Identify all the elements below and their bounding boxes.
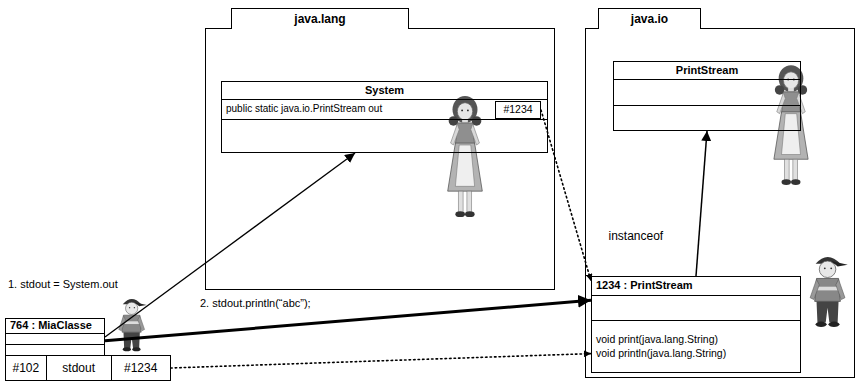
table-cell: stdout: [58, 361, 99, 376]
compartment: #102: [6, 356, 47, 380]
package-box: java.langSystempublic static java.io.Pri…: [205, 28, 555, 290]
step-label: 1. stdout = System.out: [8, 278, 118, 291]
arrow-link: [105, 153, 355, 337]
compartment: 764 : MiaClasse: [6, 319, 104, 334]
compartment: [6, 345, 104, 355]
package-name: java.lang: [290, 12, 349, 27]
table-cell: #1234: [120, 361, 161, 376]
class-box: System public static java.io.PrintStream …: [221, 81, 548, 153]
package-tab: java.io: [598, 8, 701, 29]
compartment: void print(java.lang.String)void println…: [592, 321, 800, 372]
compartment: #1234: [112, 356, 170, 380]
table-cell: #102: [9, 361, 44, 376]
package-box: java.ioPrintStream1234 : PrintStreamvoid…: [585, 28, 855, 378]
girl-figure: [448, 96, 483, 217]
attribute-text: public static java.io.PrintStream out: [222, 103, 386, 116]
package-name: java.io: [627, 12, 672, 27]
package-tab: java.lang: [231, 8, 409, 29]
compartment: [614, 106, 800, 130]
boy-figure: [810, 257, 848, 327]
girl-figure: [774, 65, 808, 185]
compartment: stdout: [47, 356, 112, 380]
object-box: 764 : MiaClasse: [5, 318, 105, 356]
arrow-link: [696, 131, 707, 276]
reference-value: #1234: [499, 103, 536, 116]
object-name: 764 : MiaClasse: [6, 319, 96, 333]
compartment: System: [222, 82, 547, 100]
arrow-link: [105, 300, 591, 341]
compartment: 1234 : PrintStream: [592, 277, 800, 296]
compartment: [592, 296, 800, 321]
method-text: void println(java.lang.String): [592, 347, 730, 360]
compartment: [222, 120, 547, 152]
compartment: [6, 334, 104, 345]
compartment: PrintStream: [614, 62, 800, 80]
object-name: 1234 : PrintStream: [592, 279, 697, 293]
compartment: public static java.io.PrintStream out: [222, 100, 547, 120]
reference-link: [541, 110, 591, 281]
reference-box: #1234: [495, 101, 541, 119]
compartment: [614, 80, 800, 106]
class-name: PrintStream: [672, 64, 742, 78]
edge-label: instanceof: [607, 229, 666, 243]
class-name: System: [361, 84, 408, 98]
object-box: 1234 : PrintStream void print(java.lang.S…: [591, 276, 801, 373]
step-label: 2. stdout.println(“abc”);: [200, 297, 311, 310]
reference-link: [171, 354, 591, 368]
method-text: void print(java.lang.String): [592, 333, 722, 346]
compartment: #1234: [496, 102, 540, 118]
class-box: PrintStream: [613, 61, 801, 131]
boy-figure: [119, 299, 147, 351]
memory-row: #102 stdout #1234: [5, 355, 171, 381]
